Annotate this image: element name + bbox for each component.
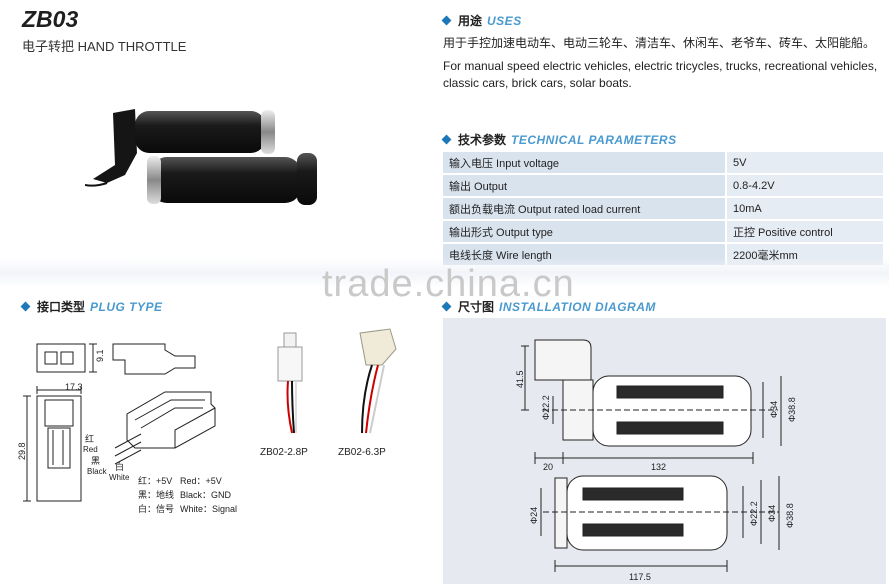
diamond-bullet-icon [20,301,31,312]
diamond-bullet-icon [441,134,452,145]
legend-cn: 黑：地线 [138,490,175,500]
legend-cn: 红：+5V [138,476,173,486]
uses-heading: 用途 USES [441,12,522,29]
dim-top-38-8: Φ38.8 [787,397,797,422]
uses-text-en: For manual speed electric vehicles, elec… [443,59,878,90]
param-value: 5V [726,152,883,175]
legend-row: 白：信号 White：Signal [138,502,237,516]
dim-bottom-34: Φ34 [767,505,777,522]
legend-en: Red：+5V [180,476,222,486]
wire-white-cn: 白 [115,461,124,472]
tech-heading: 技术参数 TECHNICAL PARAMETERS [441,131,677,148]
product-subtitle: 电子转把 HAND THROTTLE [22,39,187,54]
diamond-bullet-icon [441,15,452,26]
watermark: trade.china.cn [322,263,575,305]
legend-row: 红：+5V Red：+5V [138,474,237,488]
product-model: ZB03 [22,6,79,32]
legend-row: 黑：地线 Black：GND [138,488,237,502]
install-diagram: 41.5 Φ22.2 Φ34 Φ38.8 20 132 Φ24 Φ22.2 Φ3… [515,339,797,582]
install-title-cn: 尺寸图 [458,300,495,314]
connector-photos [277,328,397,434]
legend-en: White：Signal [180,504,238,514]
legend-en: Black：GND [180,490,232,500]
uses-text-cn: 用于手控加速电动车、电动三轮车、清洁车、休闲车、老爷车、砖车、太阳能船。 [443,36,876,50]
throttle-photo [85,109,317,205]
dim-bottom-22-2: Φ22.2 [749,501,759,526]
plug-drawing: 17.3 9.1 29.8 红 Red 黑 Black 白 White [17,343,216,502]
wire-white-en: White [109,473,130,482]
param-value: 0.8-4.2V [726,174,883,198]
diamond-bullet-icon [441,301,452,312]
wire-red-en: Red [83,445,98,454]
plug-height-dim: 29.8 [17,442,27,460]
install-title-en: INSTALLATION DIAGRAM [499,299,656,314]
legend-cn: 白：信号 [138,504,175,514]
dim-117-5: 117.5 [629,572,651,582]
install-heading: 尺寸图 INSTALLATION DIAGRAM [441,298,656,315]
dim-41-5: 41.5 [515,370,525,388]
plug-width-dim: 17.3 [65,382,83,392]
dim-bottom-38-8: Φ38.8 [785,503,795,528]
plug-heading: 接口类型 PLUG TYPE [20,298,163,315]
param-value: 正控 Positive control [726,220,883,244]
wire-black-en: Black [87,467,108,476]
param-name: 输出 Output [443,174,727,198]
dim-top-22-2: Φ22.2 [541,395,551,420]
blur-band [0,258,889,288]
param-name: 输入电压 Input voltage [443,152,727,175]
uses-text: 用于手控加速电动车、电动三轮车、清洁车、休闲车、老爷车、砖车、太阳能船。 For… [443,35,883,92]
plug-title-en: PLUG TYPE [90,299,163,314]
dim-top-34: Φ34 [769,401,779,418]
param-name: 额出负载电流 Output rated load current [443,197,727,221]
wire-black-cn: 黑 [91,456,100,466]
plug-height-dim-small: 9.1 [95,349,105,362]
uses-title-en: USES [487,13,522,28]
variant-b-label: ZB02-6.3P [338,447,386,458]
param-value: 10mA [726,197,883,221]
dim-20: 20 [543,462,553,472]
tech-title-cn: 技术参数 [458,133,507,147]
wire-red-cn: 红 [85,433,94,444]
dim-132: 132 [651,462,666,472]
plug-title-cn: 接口类型 [37,300,86,314]
uses-title-cn: 用途 [458,14,483,28]
param-name: 输出形式 Output type [443,220,727,244]
dim-bottom-24: Φ24 [529,507,539,524]
tech-title-en: TECHNICAL PARAMETERS [511,132,677,147]
variant-a-label: ZB02-2.8P [260,447,308,458]
connector-6-3p [359,328,397,434]
connector-2-8p [277,332,303,434]
plug-legend: 红：+5V Red：+5V 黑：地线 Black：GND 白：信号 White：Sig… [138,474,237,516]
